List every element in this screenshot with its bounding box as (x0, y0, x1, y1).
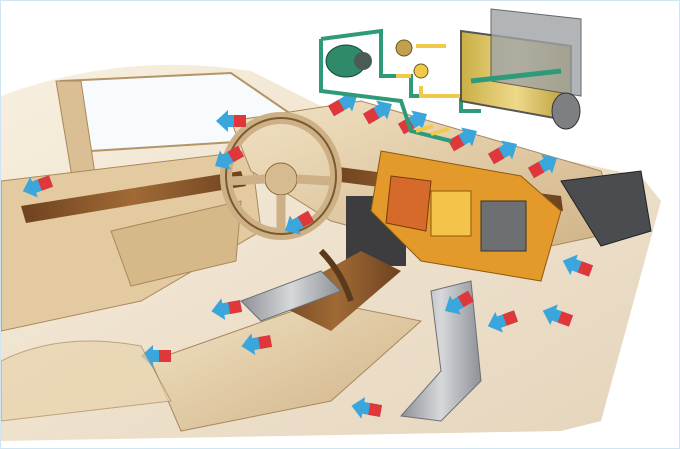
airflow-arrows (22, 92, 594, 419)
airflow-arrow (448, 127, 477, 152)
airflow-arrow (328, 92, 357, 117)
airflow-arrow (542, 304, 574, 327)
fan-housing (551, 92, 581, 130)
rear-floor (1, 340, 172, 422)
hvac-module (370, 150, 562, 282)
thermostat-and-pump (395, 39, 471, 98)
airflow-arrow (241, 333, 273, 355)
airflow-arrow (285, 210, 314, 235)
airflow-arrow (215, 145, 244, 170)
exchange-arrows (415, 124, 450, 136)
steering-wheel (220, 112, 342, 240)
air-intake-housing (560, 170, 652, 247)
airflow-arrow (216, 110, 246, 132)
refrigerant-line (320, 28, 481, 113)
radiator (460, 8, 582, 130)
refrigerant-line (319, 39, 452, 143)
airflow-arrow (211, 298, 243, 320)
gear-lever (318, 248, 354, 302)
airflow-arrow (351, 397, 383, 419)
airflow-arrow (562, 254, 594, 277)
airflow-arrow (445, 290, 474, 315)
airflow-arrow (363, 100, 392, 125)
door-panel (1, 150, 262, 332)
engine-cooling-components (319, 8, 582, 143)
air-ducts (240, 170, 652, 422)
airflow-arrow (488, 140, 517, 165)
condenser (490, 8, 582, 97)
ac-compressor (325, 44, 372, 78)
airflow-arrow (22, 175, 54, 198)
airflow-arrow (487, 310, 519, 333)
airflow-arrow (528, 154, 557, 179)
